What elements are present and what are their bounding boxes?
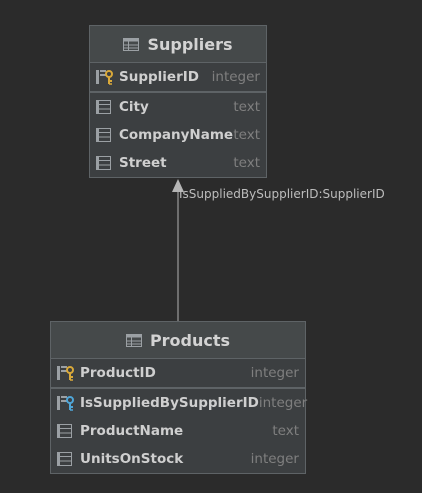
column-icon: [57, 452, 72, 466]
column-type: integer: [250, 451, 299, 467]
column-type: integer: [250, 365, 299, 381]
column-name: IsSuppliedBySupplierID: [80, 395, 259, 411]
column-row[interactable]: IsSuppliedBySupplierID integer: [51, 389, 308, 417]
relationship-arrowhead: [172, 179, 184, 192]
column-row[interactable]: CompanyName text: [90, 121, 266, 149]
column-row[interactable]: Street text: [90, 149, 266, 177]
column-type: text: [233, 155, 260, 171]
table-title: Products: [149, 330, 231, 350]
primary-key-icon: [96, 70, 113, 85]
primary-key-icon: [57, 366, 74, 381]
column-row[interactable]: ProductID integer: [51, 359, 305, 387]
column-row[interactable]: City text: [90, 93, 266, 121]
column-name: Street: [119, 155, 167, 171]
column-icon: [96, 156, 111, 170]
column-name: SupplierID: [119, 69, 199, 85]
column-type: text: [233, 99, 260, 115]
column-name: City: [119, 99, 149, 115]
column-type: text: [233, 127, 260, 143]
table-header[interactable]: Products: [51, 322, 305, 359]
column-name: ProductID: [80, 365, 156, 381]
column-row[interactable]: ProductName text: [51, 417, 305, 445]
table-title: Suppliers: [147, 34, 233, 54]
column-name: CompanyName: [119, 127, 234, 143]
column-row[interactable]: UnitsOnStock integer: [51, 445, 305, 473]
column-icon: [57, 424, 72, 438]
column-name: ProductName: [80, 423, 184, 439]
table-header[interactable]: Suppliers: [90, 26, 266, 63]
section-divider: [90, 91, 266, 93]
column-type: integer: [258, 395, 308, 411]
column-icon: [96, 100, 111, 114]
column-row[interactable]: SupplierID integer: [90, 63, 266, 91]
column-type: integer: [211, 69, 260, 85]
foreign-key-icon: [57, 396, 74, 411]
table-icon: [125, 333, 142, 347]
table-products[interactable]: Products ProductID integer: [50, 321, 308, 474]
section-divider: [51, 387, 305, 389]
table-icon: [123, 37, 140, 51]
table-suppliers[interactable]: Suppliers SupplierID integer C: [89, 25, 267, 178]
column-icon: [96, 128, 111, 142]
relationship-label: IsSuppliedBySupplierID:SupplierID: [179, 187, 385, 201]
column-type: text: [272, 423, 299, 439]
column-name: UnitsOnStock: [80, 451, 184, 467]
